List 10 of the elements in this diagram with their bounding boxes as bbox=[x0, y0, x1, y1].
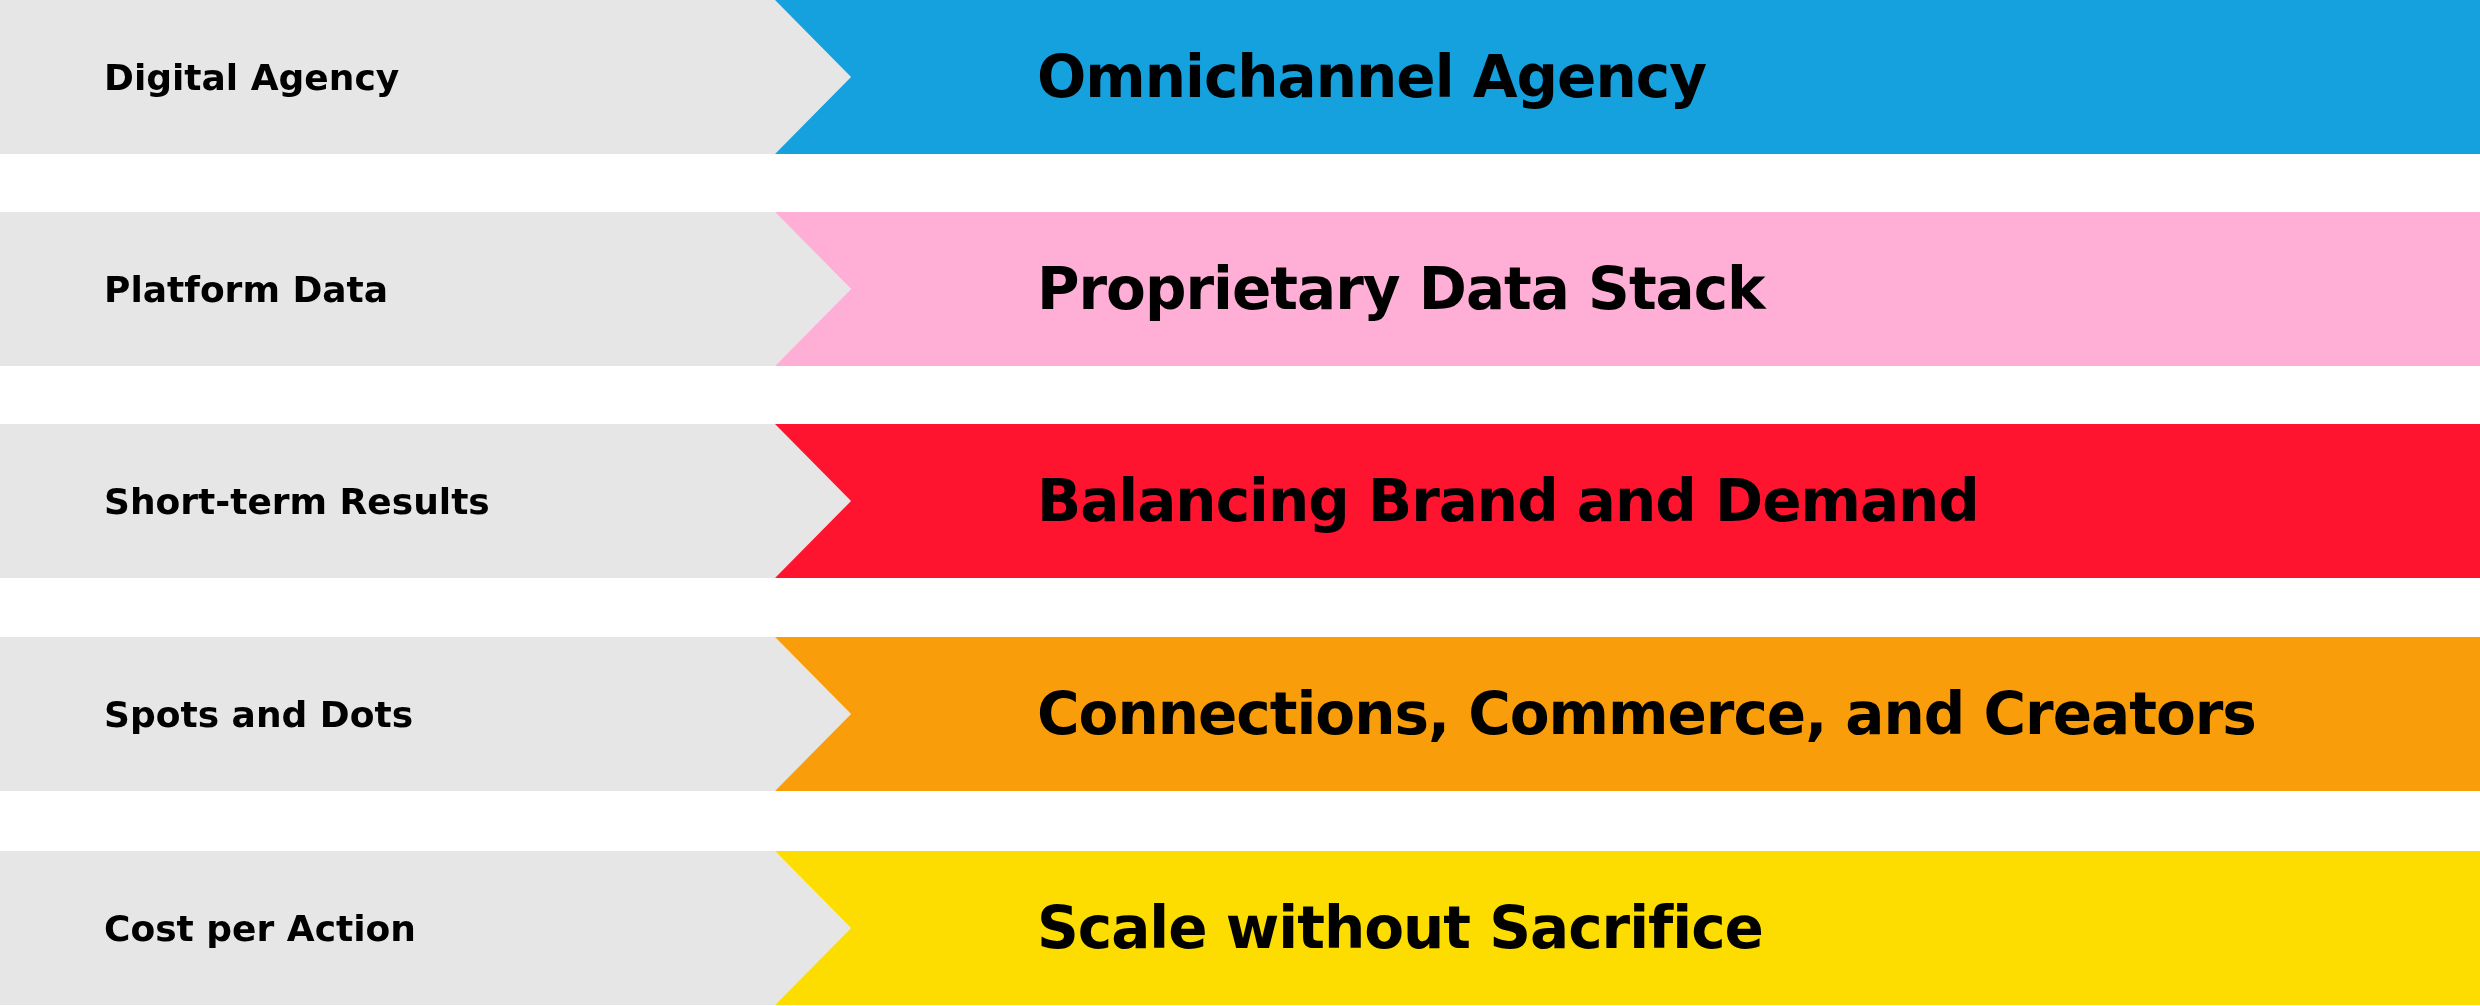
row-label: Spots and Dots bbox=[104, 693, 414, 735]
row-heading: Omnichannel Agency bbox=[1037, 43, 1706, 111]
row-label: Digital Agency bbox=[104, 56, 400, 98]
row-heading: Scale without Sacrifice bbox=[1037, 894, 1763, 962]
row-label: Cost per Action bbox=[104, 907, 416, 949]
row-heading: Proprietary Data Stack bbox=[1037, 255, 1765, 323]
row-heading: Connections, Commerce, and Creators bbox=[1037, 680, 2256, 748]
row-label: Platform Data bbox=[104, 268, 389, 310]
row-label: Short-term Results bbox=[104, 480, 490, 522]
row-heading: Balancing Brand and Demand bbox=[1037, 467, 1979, 535]
